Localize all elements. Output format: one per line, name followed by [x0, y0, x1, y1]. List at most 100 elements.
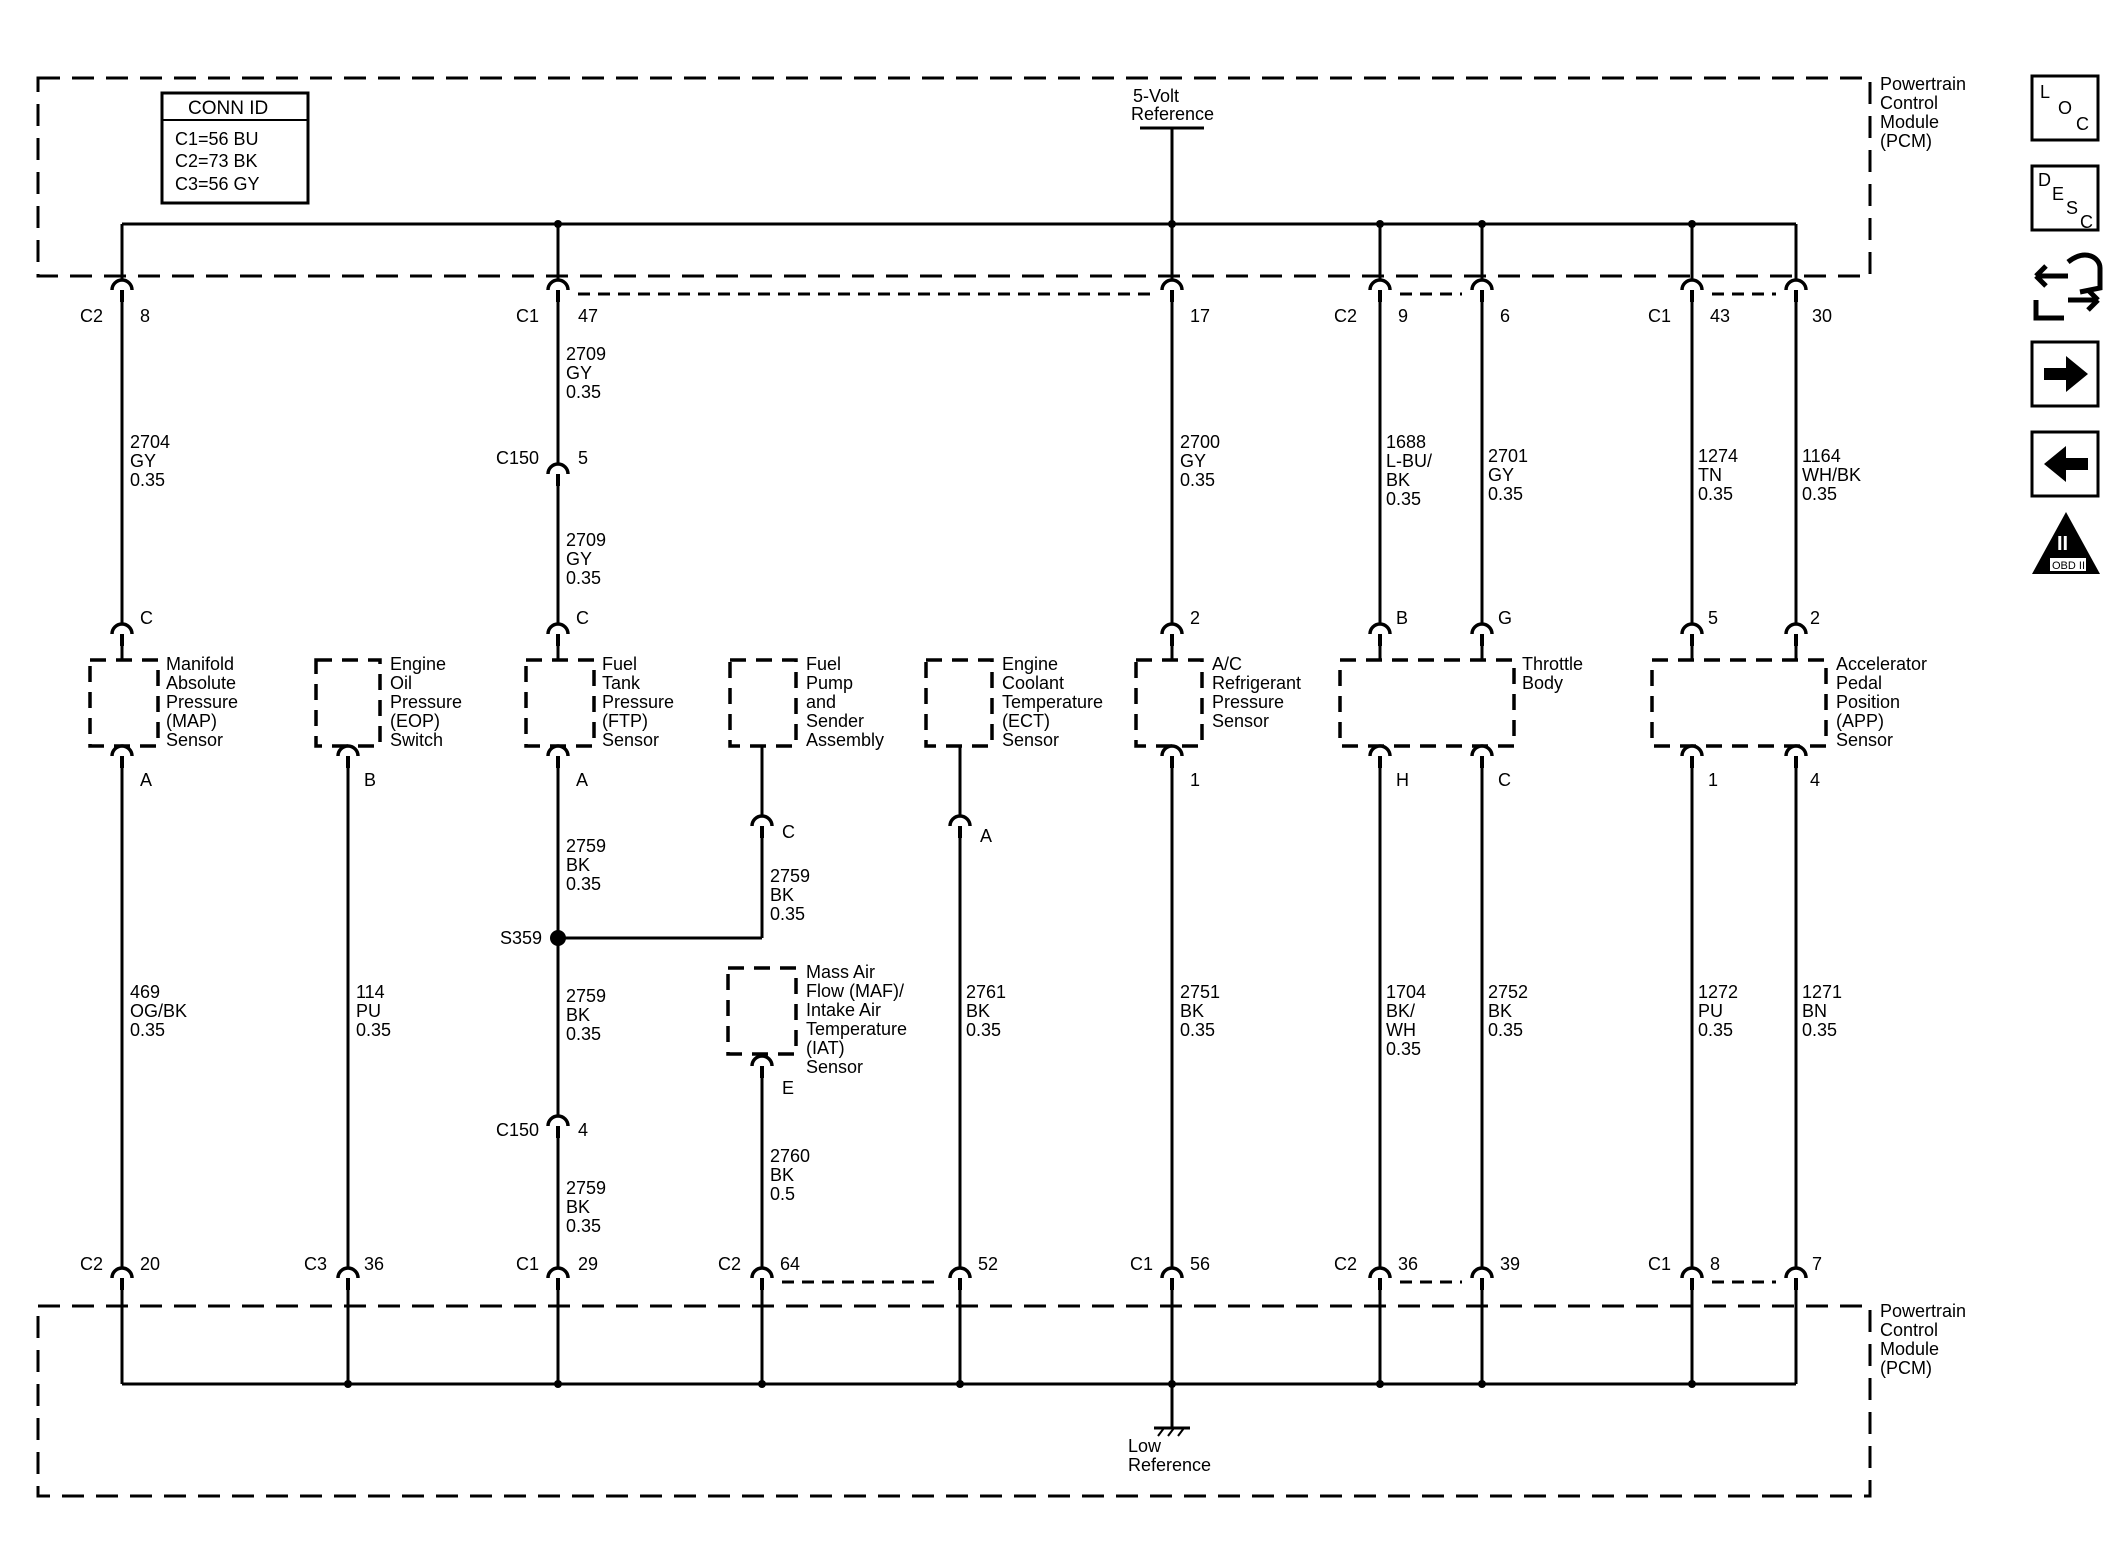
- connector-cavity: [1470, 1266, 1494, 1279]
- wire-label-line: BK/: [1386, 1001, 1415, 1021]
- pcm-bottom-label: Powertrain Control Module (PCM): [1880, 1301, 1966, 1378]
- ftp-sensor-label-line: Tank: [602, 673, 641, 693]
- wire-label-1688: 1688 L-BU/ BK 0.35: [1386, 432, 1432, 509]
- pin-label: C: [1498, 770, 1511, 790]
- obd-ii-label: OBD II: [2052, 560, 2085, 572]
- wire-label-line: GY: [566, 363, 592, 383]
- wire-label-line: 0.35: [1802, 484, 1837, 504]
- wire-label-line: 114: [356, 982, 385, 1002]
- wire-label-line: BK: [966, 1001, 990, 1021]
- wire-label-2701: 2701 GY 0.35: [1488, 446, 1528, 504]
- wire-label-line: 0.35: [1802, 1020, 1837, 1040]
- eop-switch-label-line: (EOP): [390, 711, 440, 731]
- pcm-top-label-line: Control: [1880, 93, 1938, 113]
- ftp-sensor-label-line: Sensor: [602, 730, 659, 750]
- connector-cavity: [1680, 744, 1704, 757]
- map-sensor-label-line: (MAP): [166, 711, 217, 731]
- desc-letter: E: [2052, 184, 2064, 204]
- connector-cavity: [1784, 278, 1808, 291]
- connector-hand-icon[interactable]: [2033, 252, 2103, 321]
- wire-label-line: BK: [566, 1005, 590, 1025]
- pcm-top-label-line: (PCM): [1880, 131, 1932, 151]
- wire-label-line: WH: [1386, 1020, 1416, 1040]
- location-button[interactable]: L O C: [2030, 74, 2100, 142]
- pin-label: 2: [1810, 608, 1820, 628]
- wire-label-line: 0.35: [1386, 1039, 1421, 1059]
- connector-cavity: [1470, 744, 1494, 757]
- connector-cavity: [750, 1266, 774, 1279]
- connector-cavity: [546, 622, 570, 635]
- wire-label-line: 1272: [1698, 982, 1738, 1002]
- top-connector-labels: C2 8 C1 47 17 C2 9 6 C1 43 30: [80, 306, 1832, 326]
- ac-sensor-label-line: A/C: [1212, 654, 1242, 674]
- eop-switch-label-line: Oil: [390, 673, 412, 693]
- throttle-body-box: [1338, 658, 1516, 748]
- ect-sensor-label-line: Sensor: [1002, 730, 1059, 750]
- wire-label-line: 2759: [566, 1178, 606, 1198]
- wire-label-1164: 1164 WH/BK 0.35: [1802, 446, 1861, 504]
- connector-cavity: [1784, 622, 1808, 635]
- wire-label-line: BK: [1488, 1001, 1512, 1021]
- wire-label-2709a: 2709 GY 0.35: [566, 344, 606, 402]
- ect-sensor-label: Engine Coolant Temperature (ECT) Sensor: [1002, 654, 1103, 750]
- wire-label-line: 0.35: [770, 904, 805, 924]
- wire-label-line: 0.35: [566, 568, 601, 588]
- wire-label-1274: 1274 TN 0.35: [1698, 446, 1738, 504]
- connector-cavity: [750, 814, 774, 827]
- wire-label-line: 0.35: [1180, 470, 1215, 490]
- loc-letter: C: [2076, 114, 2089, 134]
- next-button[interactable]: [2030, 340, 2100, 408]
- inline-connector-name: C150: [496, 1120, 539, 1140]
- previous-button[interactable]: [2030, 430, 2100, 498]
- wire-label-line: 0.5: [770, 1184, 795, 1204]
- connector-cavity: [1368, 278, 1392, 291]
- bottom-connector-labels: C2 20 C3 36 C1 29 C2 64 52 C1 56 C2 36 3…: [80, 1254, 1822, 1274]
- description-button[interactable]: D E S C: [2030, 164, 2100, 232]
- wire-label-line: BK: [770, 885, 794, 905]
- map-sensor-label-line: Sensor: [166, 730, 223, 750]
- maf-sensor-box: [726, 966, 798, 1056]
- connector-pin: 30: [1812, 306, 1832, 326]
- wire-label-1704: 1704 BK/ WH 0.35: [1386, 982, 1426, 1059]
- eop-switch-label-line: Pressure: [390, 692, 462, 712]
- connector-cavity: [1160, 278, 1184, 291]
- wire-label-line: BK: [566, 1197, 590, 1217]
- wire-label-line: 2760: [770, 1146, 810, 1166]
- pin-label: 1: [1190, 770, 1200, 790]
- wire-label-line: GY: [1488, 465, 1514, 485]
- pcm-top-label: Powertrain Control Module (PCM): [1880, 74, 1966, 151]
- maf-sensor-label-line: Mass Air: [806, 962, 875, 982]
- wire-label-line: 2761: [966, 982, 1006, 1002]
- pcm-bottom-label-line: Control: [1880, 1320, 1938, 1340]
- wire-label-line: TN: [1698, 465, 1722, 485]
- conn-id-box: CONN ID C1=56 BU C2=73 BK C3=56 GY: [160, 91, 310, 205]
- wire-label-2751: 2751 BK 0.35: [1180, 982, 1220, 1040]
- fuel-pump-label-line: Fuel: [806, 654, 841, 674]
- wire-label-line: 2701: [1488, 446, 1528, 466]
- wire-label-line: OG/BK: [130, 1001, 187, 1021]
- wire-label-line: 2759: [566, 836, 606, 856]
- wire-label-line: 0.35: [1698, 1020, 1733, 1040]
- pin-label: C: [576, 608, 589, 628]
- ftp-sensor-box: [524, 658, 596, 748]
- fuel-pump-label-line: and: [806, 692, 836, 712]
- connector-cavity: [110, 622, 134, 635]
- wire-label-line: BK: [770, 1165, 794, 1185]
- obd-ii-mark: II: [2057, 533, 2068, 555]
- connector-pin: 39: [1500, 1254, 1520, 1274]
- splice-s359-dot: [550, 930, 566, 946]
- ect-sensor-label-line: (ECT): [1002, 711, 1050, 731]
- inline-connector-name: C150: [496, 448, 539, 468]
- connector-cavity: [1470, 278, 1494, 291]
- maf-sensor-label-line: Flow (MAF)/: [806, 981, 904, 1001]
- wire-label-line: 1688: [1386, 432, 1426, 452]
- ftp-sensor-label-line: Fuel: [602, 654, 637, 674]
- fuel-pump-label-line: Assembly: [806, 730, 884, 750]
- connector-pin: 64: [780, 1254, 800, 1274]
- fuel-pump-box: [728, 658, 798, 748]
- pin-label: A: [576, 770, 588, 790]
- obd-ii-button[interactable]: II OBD II: [2032, 512, 2100, 574]
- conn-id-line: C2=73 BK: [175, 151, 258, 171]
- connector-cavity: [110, 744, 134, 757]
- low-reference-label: Low: [1128, 1436, 1162, 1456]
